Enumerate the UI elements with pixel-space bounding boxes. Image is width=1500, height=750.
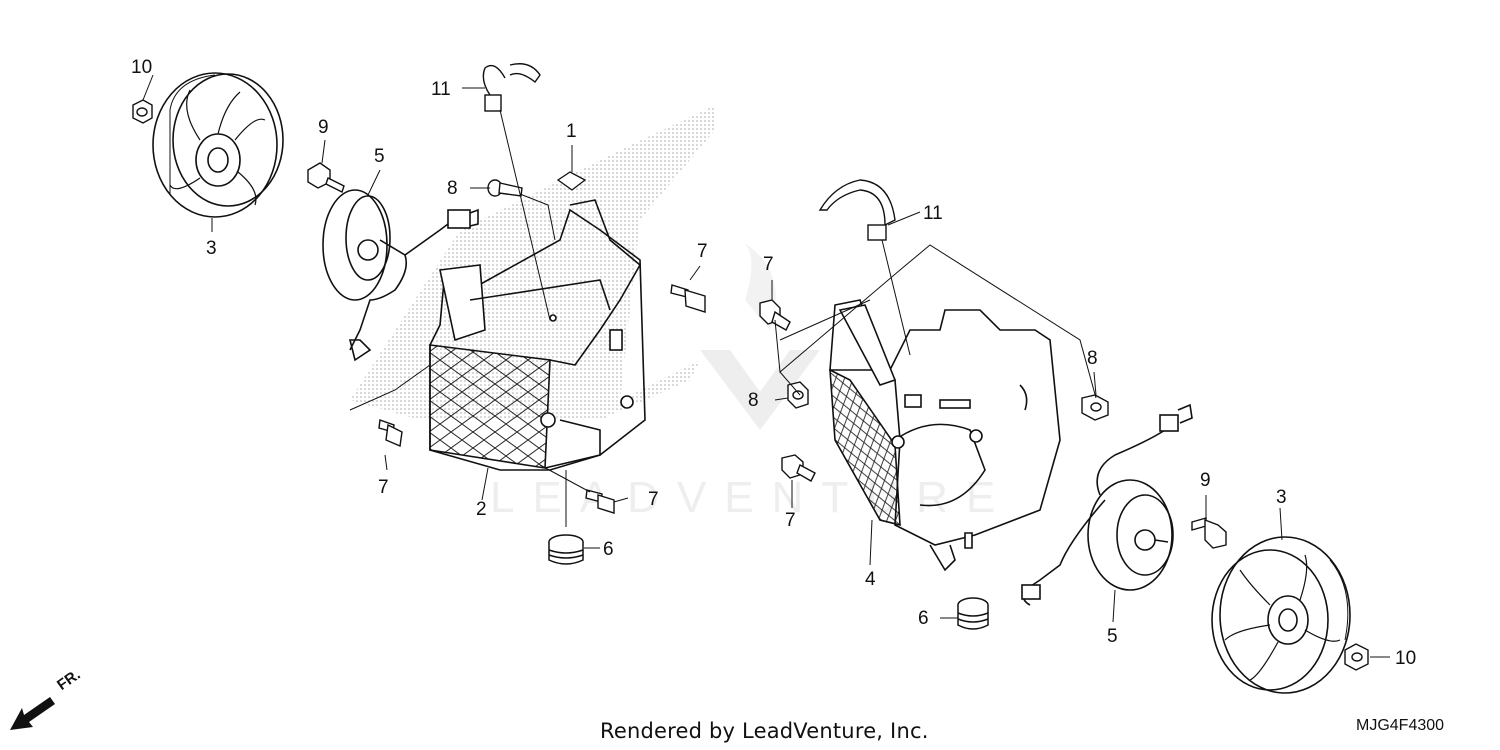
- shroud-left: [429, 199, 646, 471]
- diagram-code: MJG4F4300: [1356, 717, 1445, 734]
- callout-5-left: 5: [374, 146, 385, 167]
- grommet-right: [957, 597, 989, 630]
- callout-7-right-low: 7: [785, 510, 796, 531]
- callout-7-left-low: 7: [378, 477, 389, 498]
- bolt-left-9: [307, 162, 345, 193]
- callout-9-right: 9: [1200, 470, 1211, 491]
- callout-9-left: 9: [318, 117, 329, 138]
- stipple-shading: [350, 105, 715, 420]
- bolt-right-7-low: [781, 454, 816, 482]
- clip-1: [556, 171, 587, 191]
- bolt-bracket-7: [670, 284, 706, 313]
- callout-7-bottom: 7: [648, 489, 659, 510]
- nut-right: [1344, 643, 1369, 671]
- bolt-left-8: [487, 179, 523, 197]
- harness-clip-right: [818, 179, 896, 241]
- callout-6-left: 6: [603, 539, 614, 560]
- callout-10-left: 10: [131, 57, 153, 78]
- callout-8-right-mid: 8: [748, 390, 759, 411]
- bolt-right-9: [1191, 517, 1227, 549]
- callout-4: 4: [865, 569, 876, 590]
- callout-6-right: 6: [918, 608, 929, 629]
- leader-lines-left: [142, 74, 701, 549]
- callout-3-left: 3: [206, 238, 217, 259]
- callout-11-right: 11: [923, 203, 943, 224]
- leader-lines-right: [771, 211, 1390, 658]
- callout-2: 2: [476, 499, 487, 520]
- front-direction-arrow: [10, 697, 55, 730]
- bolt-right-7-top: [759, 299, 791, 331]
- harness-clip-left: [482, 63, 541, 112]
- callout-8-right: 8: [1087, 348, 1098, 369]
- bolt-bottom-7: [585, 489, 615, 514]
- callout-3-right: 3: [1276, 487, 1287, 508]
- svg-text:LEADVENTURE: LEADVENTURE: [490, 473, 1013, 522]
- callout-8-left: 8: [447, 178, 458, 199]
- callout-11-left: 11: [431, 79, 451, 100]
- bolt-right-8-mid: [787, 381, 809, 409]
- callout-7-bracket: 7: [697, 241, 708, 262]
- footer-credit: Rendered by LeadVenture, Inc.: [600, 719, 929, 743]
- fan-left: [152, 72, 284, 218]
- bolt-left-7: [378, 419, 403, 448]
- callout-10-right: 10: [1395, 648, 1417, 669]
- shroud-right: [829, 299, 1061, 572]
- motor-right: [1021, 403, 1193, 606]
- callout-7-right-top: 7: [763, 254, 774, 275]
- motor-left: [322, 189, 479, 362]
- grommet-left: [548, 534, 584, 565]
- bolt-right-8: [1081, 394, 1109, 421]
- callout-1: 1: [566, 121, 577, 142]
- nut-left: [132, 99, 153, 124]
- fan-right: [1211, 536, 1351, 694]
- callout-5-right: 5: [1107, 626, 1118, 647]
